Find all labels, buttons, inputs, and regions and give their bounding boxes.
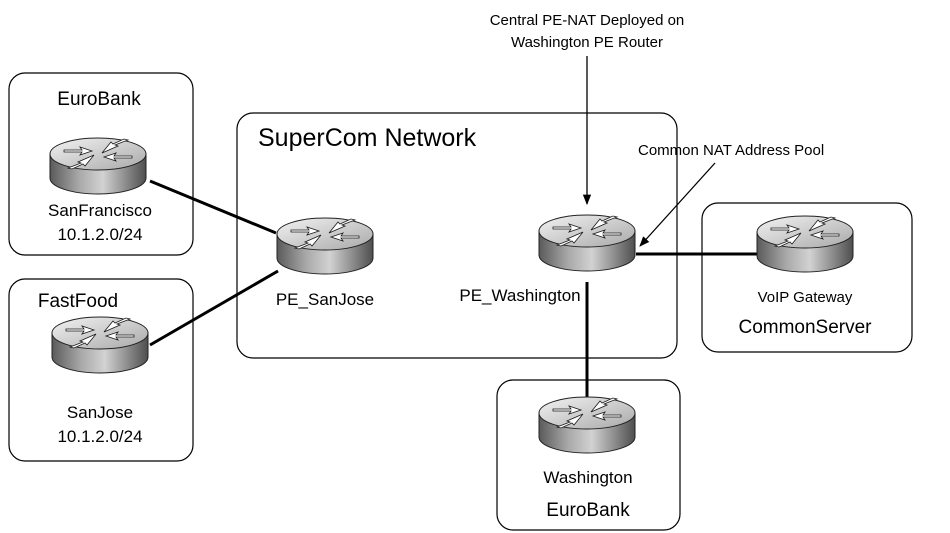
pe-sanjose-label: PE_SanJose [276, 290, 374, 309]
fastfood-site-box [8, 278, 194, 462]
eurobank-sf-site-box [8, 72, 194, 256]
supercom-network-title: SuperCom Network [258, 124, 477, 152]
router-icon-sanjose [51, 316, 149, 374]
eurobank-wa-customer-label: EuroBank [546, 500, 630, 521]
voip-gateway-label: VoIP Gateway [758, 289, 853, 306]
fastfood-customer-label: FastFood [38, 291, 118, 312]
central-nat-annotation-line1: Central PE-NAT Deployed on [490, 12, 685, 29]
supercom-network-box [236, 112, 678, 359]
router-icon-pe-sanjose [276, 217, 374, 275]
router-icon-voip-gateway [756, 215, 854, 273]
router-icon-pe-washington [538, 214, 636, 272]
sanjose-subnet-label: 10.1.2.0/24 [57, 427, 142, 446]
central-nat-annotation-line2: Washington PE Router [511, 34, 663, 51]
common-server-label: CommonServer [738, 317, 872, 338]
link-sanfrancisco-pe-sanjose [149, 179, 277, 235]
sanfrancisco-router-label: SanFrancisco [48, 201, 152, 220]
eurobank-sf-customer-label: EuroBank [57, 89, 141, 110]
router-icon-washington [538, 396, 636, 454]
common-pool-annotation: Common NAT Address Pool [638, 142, 824, 159]
sanfrancisco-subnet-label: 10.1.2.0/24 [57, 225, 142, 244]
pe-washington-label: PE_Washington [459, 286, 580, 305]
link-sanjose-pe-sanjose [149, 269, 279, 347]
sanjose-router-label: SanJose [67, 403, 133, 422]
washington-router-label: Washington [543, 468, 632, 487]
common-server-box [701, 202, 913, 353]
router-icon-sanfrancisco [49, 137, 147, 195]
